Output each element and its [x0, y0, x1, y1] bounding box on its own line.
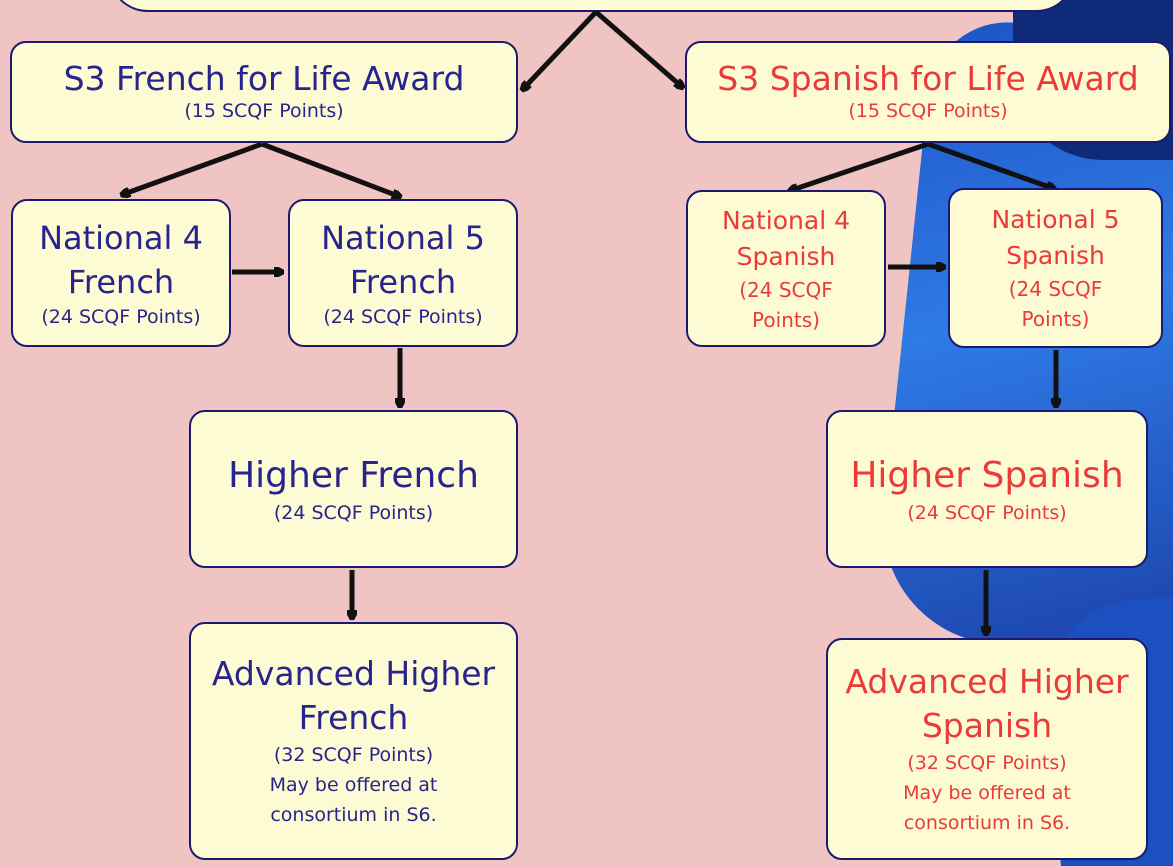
spanish-award-points: (15 SCQF Points) [848, 100, 1008, 122]
french-advanced-title-line2: French [298, 698, 409, 737]
spanish-nat5-box: National 5 Spanish (24 SCQF Points) [948, 188, 1163, 348]
french-nat5-title: National 5 French [321, 219, 485, 301]
french-higher-box: Higher French (24 SCQF Points) [189, 410, 518, 568]
spanish-nat5-title-line2: Spanish [1006, 241, 1105, 270]
french-nat4-title: National 4 French [39, 219, 203, 301]
spanish-advanced-title-line2: Spanish [921, 706, 1053, 745]
spanish-nat4-title-line1: National 4 [721, 205, 851, 235]
spanish-advanced-note-line1: May be offered at [903, 782, 1071, 804]
french-advanced-note-line1: May be offered at [269, 774, 438, 796]
top-root-box [108, 0, 1076, 12]
spanish-advanced-title-line1: Advanced Higher [845, 662, 1129, 701]
french-nat4-points: (24 SCQF Points) [41, 306, 201, 328]
spanish-nat4-box: National 4 Spanish (24 SCQF Points) [686, 190, 886, 347]
spanish-nat5-points-line1: (24 SCQF [1008, 277, 1103, 301]
arrow-french-award-to-nat5 [261, 141, 398, 196]
spanish-nat4-points-line1: (24 SCQF [739, 277, 833, 302]
spanish-higher-points: (24 SCQF Points) [907, 502, 1067, 524]
french-advanced-box: Advanced Higher French (32 SCQF Points) … [189, 622, 518, 860]
french-award-box: S3 French for Life Award (15 SCQF Points… [10, 41, 518, 143]
spanish-award-title: S3 Spanish for Life Award [717, 59, 1139, 98]
spanish-higher-box: Higher Spanish (24 SCQF Points) [826, 410, 1148, 568]
french-nat5-box: National 5 French (24 SCQF Points) [288, 199, 518, 347]
spanish-higher-title: Higher Spanish [850, 455, 1124, 496]
spanish-nat5-title-line1: National 5 [991, 205, 1120, 234]
french-award-points: (15 SCQF Points) [184, 100, 344, 122]
french-higher-points: (24 SCQF Points) [273, 502, 434, 524]
french-nat5-points: (24 SCQF Points) [323, 306, 483, 328]
spanish-award-box: S3 Spanish for Life Award (15 SCQF Point… [685, 41, 1171, 143]
arrow-french-award-to-nat4 [124, 141, 263, 194]
french-award-title: S3 French for Life Award [63, 59, 465, 98]
spanish-nat4-points-line2: Points) [752, 307, 820, 332]
spanish-nat4-title-line2: Spanish [736, 241, 836, 271]
french-advanced-points: (32 SCQF Points) [273, 744, 434, 766]
french-advanced-title-line1: Advanced Higher [211, 654, 496, 693]
spanish-nat5-points-line2: Points) [1021, 307, 1090, 331]
spanish-advanced-box: Advanced Higher Spanish (32 SCQF Points)… [826, 638, 1148, 860]
arrow-root-to-spanish-award [594, 10, 681, 86]
arrow-root-to-french-award [524, 10, 598, 88]
french-higher-title: Higher French [228, 455, 479, 496]
spanish-advanced-note-line2: consortium in S6. [903, 812, 1071, 834]
arrow-spanish-award-to-nat4 [792, 141, 929, 190]
spanish-advanced-points: (32 SCQF Points) [907, 752, 1067, 774]
french-advanced-note-line2: consortium in S6. [270, 804, 437, 826]
french-nat4-box: National 4 French (24 SCQF Points) [11, 199, 231, 347]
